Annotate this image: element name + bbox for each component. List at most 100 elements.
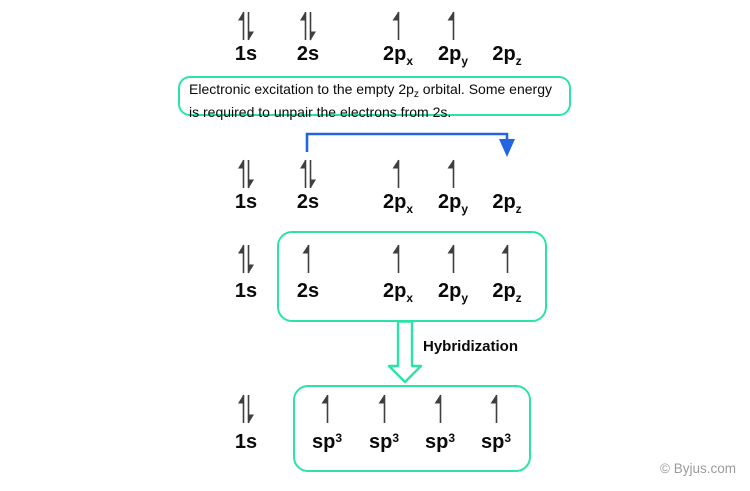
orbital-label-2pz: 2pz [492,44,521,67]
orbital-name: 2p [492,43,516,65]
paired-electrons-1s [237,244,255,274]
hybridized-row-box [293,385,531,472]
orbital-superscript: 3 [335,431,343,445]
orbital-label-2py: 2py [438,192,468,215]
orbital-name: 2p [382,191,407,213]
orbital-label-2py: 2py [438,281,468,304]
callout-text: orbital. Some energy [418,81,552,97]
orbital-label-2px: 2px [383,44,413,67]
single-electron-arrow-icon [392,159,400,188]
orbital-name: 1s [234,43,258,65]
orbital-name: 2p [492,280,516,302]
single-electron-arrow-icon [447,11,455,40]
orbital-label-2px: 2px [383,192,413,215]
orbital-name: 1s [234,191,258,213]
paired-electrons-1s [237,394,255,424]
orbital-name: 2s [296,280,320,302]
single-electron-2py [444,159,462,189]
orbital-label-2s: 2s [297,281,319,301]
paired-electrons-1s [237,11,255,41]
orbital-label-2px: 2px [383,281,413,304]
orbital-name: sp [480,431,505,453]
single-electron-sp3 [431,394,449,424]
paired-electron-arrows-icon [300,11,316,41]
orbital-subscript: z [515,291,522,305]
single-electron-arrow-icon [321,394,329,423]
orbital-label-1s: 1s [235,432,257,452]
hybridization-label: Hybridization [423,338,519,355]
single-electron-sp3 [318,394,336,424]
single-electron-sp3 [487,394,505,424]
orbital-label-2py: 2py [438,44,468,67]
single-electron-arrow-icon [392,244,400,273]
orbital-subscript: x [406,202,414,216]
orbital-label-2s: 2s [297,44,319,64]
orbital-name: 2p [382,280,407,302]
orbital-label-2pz: 2pz [492,281,521,304]
excitation-callout: Electronic excitation to the empty 2pz o… [178,76,571,120]
single-electron-arrow-icon [302,244,310,273]
orbital-name: 2p [437,280,462,302]
orbital-superscript: 3 [504,431,512,445]
orbital-name: 2p [382,43,407,65]
orbital-name: 2p [437,43,462,65]
callout-subscript: z [413,89,419,100]
orbital-subscript: y [461,54,469,68]
orbital-name: sp [368,431,393,453]
byjus-watermark: © Byjus.com [660,461,736,476]
single-electron-arrow-icon [378,394,386,423]
single-electron-arrow-icon [501,244,509,273]
single-electron-arrow-icon [447,159,455,188]
orbital-subscript: z [515,54,522,68]
paired-electron-arrows-icon [300,159,316,189]
orbital-label-2s: 2s [297,192,319,212]
single-electron-arrow-icon [434,394,442,423]
orbital-name: 2p [492,191,516,213]
paired-electrons-2s [299,159,317,189]
orbital-label-sp3: sp3 [481,432,511,452]
callout-text: Electronic excitation to the empty 2p [189,81,414,97]
single-electron-arrow-icon [447,244,455,273]
orbital-subscript: x [406,291,414,305]
orbital-superscript: 3 [448,431,456,445]
paired-electron-arrows-icon [238,244,254,274]
orbital-name: sp [311,431,336,453]
paired-electron-arrows-icon [238,11,254,41]
orbital-name: 1s [234,431,258,453]
orbital-label-2pz: 2pz [492,192,521,215]
orbital-name: sp [424,431,449,453]
single-electron-2px [389,244,407,274]
orbital-label-1s: 1s [235,281,257,301]
orbital-label-1s: 1s [235,44,257,64]
single-electron-2s [299,244,317,274]
orbital-subscript: x [406,54,414,68]
orbital-subscript: y [461,291,469,305]
orbital-name: 2s [296,191,320,213]
orbital-name: 1s [234,280,258,302]
single-electron-2py [444,244,462,274]
excitation-arrow-icon [305,132,515,157]
orbital-label-1s: 1s [235,192,257,212]
orbital-label-sp3: sp3 [369,432,399,452]
orbital-label-sp3: sp3 [425,432,455,452]
orbital-subscript: z [515,202,522,216]
single-electron-2px [389,11,407,41]
single-electron-2py [444,11,462,41]
single-electron-2pz [498,244,516,274]
orbital-subscript: y [461,202,469,216]
single-electron-arrow-icon [392,11,400,40]
hybridization-arrow-icon [387,320,423,384]
orbital-superscript: 3 [392,431,400,445]
callout-line-1: Electronic excitation to the empty 2pz o… [189,81,563,104]
single-electron-2px [389,159,407,189]
single-electron-sp3 [375,394,393,424]
paired-electron-arrows-icon [238,394,254,424]
single-electron-arrow-icon [490,394,498,423]
orbital-name: 2s [296,43,320,65]
callout-line-2: is required to unpair the electrons from… [189,103,452,120]
paired-electron-arrows-icon [238,159,254,189]
paired-electrons-2s [299,11,317,41]
orbital-label-sp3: sp3 [312,432,342,452]
orbital-name: 2p [437,191,462,213]
